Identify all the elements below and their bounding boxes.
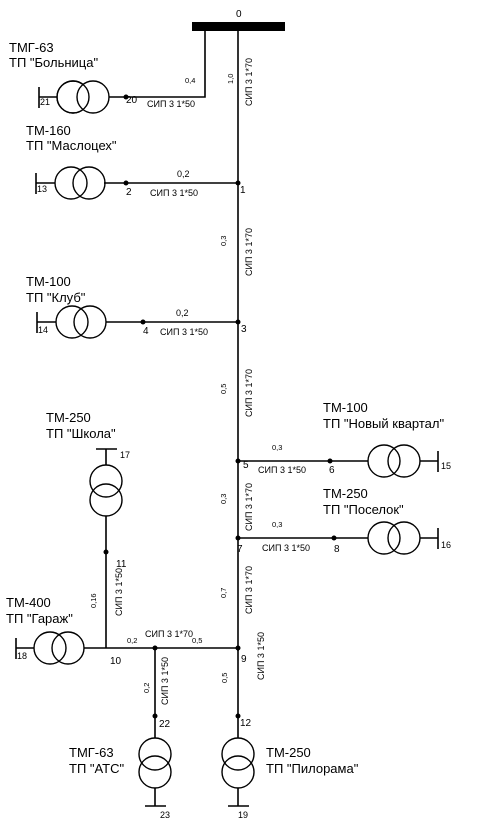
low-node-13: 13 bbox=[37, 184, 47, 194]
line-3-5-cable: СИП 3 1*70 bbox=[244, 369, 254, 417]
label-maslotseh-name: ТП "Маслоцех" bbox=[26, 138, 117, 153]
label-poselok-model: ТМ-250 bbox=[323, 486, 368, 501]
line-0-20 bbox=[126, 31, 206, 98]
line-1-2-length: 0,2 bbox=[177, 169, 190, 179]
line-5-6-length: 0,3 bbox=[272, 443, 282, 452]
line-10-11-length: 0,16 bbox=[89, 593, 98, 608]
low-node-16: 16 bbox=[441, 540, 451, 550]
label-shkola-model: ТМ-250 bbox=[46, 410, 91, 425]
low-node-21: 21 bbox=[40, 97, 50, 107]
line-5-7-cable: СИП 3 1*70 bbox=[244, 483, 254, 531]
node-10-label: 10 bbox=[110, 656, 122, 667]
line-10-22-length: 0,2 bbox=[142, 683, 151, 693]
transformer-pilorama bbox=[221, 716, 255, 807]
bus-label: 0 bbox=[236, 9, 242, 20]
label-klub-name: ТП "Клуб" bbox=[26, 290, 86, 305]
label-bolnitsa-name: ТП "Больница" bbox=[9, 55, 98, 70]
line-5-6-cable: СИП 3 1*50 bbox=[258, 465, 306, 475]
transformer-maslotseh bbox=[35, 166, 126, 200]
transformer-atc bbox=[138, 716, 172, 807]
node-6-label: 6 bbox=[329, 465, 335, 476]
line-7-9-cable: СИП 3 1*70 bbox=[244, 566, 254, 614]
label-novyi-kvartal-name: ТП "Новый квартал" bbox=[323, 416, 444, 431]
node-11-label: 11 bbox=[116, 559, 127, 570]
label-maslotseh-model: ТМ-160 bbox=[26, 123, 71, 138]
label-garazh-model: ТМ-400 bbox=[6, 595, 51, 610]
node-1-label: 1 bbox=[240, 185, 246, 196]
node-4-label: 4 bbox=[143, 326, 149, 337]
line-1-2-cable: СИП 3 1*50 bbox=[150, 188, 198, 198]
line-0-1-cable: СИП 3 1*70 bbox=[244, 58, 254, 106]
line-3-5-length: 0,5 bbox=[219, 384, 228, 394]
label-novyi-kvartal-model: ТМ-100 bbox=[323, 400, 368, 415]
label-klub-model: ТМ-100 bbox=[26, 274, 71, 289]
line-9-12-cable: СИП 3 1*50 bbox=[256, 632, 266, 680]
label-bolnitsa-model: ТМГ-63 bbox=[9, 40, 54, 55]
line-9-10-cable: СИП 3 1*70 bbox=[145, 629, 193, 639]
node-3-label: 3 bbox=[241, 324, 247, 335]
transformer-shkola bbox=[89, 448, 123, 552]
transformer-klub bbox=[36, 305, 143, 339]
low-node-14: 14 bbox=[38, 325, 48, 335]
label-shkola-name: ТП "Школа" bbox=[46, 426, 116, 441]
label-poselok-name: ТП "Поселок" bbox=[323, 502, 404, 517]
label-garazh-name: ТП "Гараж" bbox=[6, 611, 73, 626]
busbar-0 bbox=[192, 22, 285, 31]
line-3-4-cable: СИП 3 1*50 bbox=[160, 327, 208, 337]
node-8-label: 8 bbox=[334, 544, 340, 555]
line-0-20-cable: СИП 3 1*50 bbox=[147, 99, 195, 109]
line-9-10-length-left: 0,2 bbox=[127, 636, 137, 645]
low-node-17: 17 bbox=[120, 450, 130, 460]
transformer-novyi-kvartal bbox=[367, 444, 439, 478]
line-7-9-length: 0,7 bbox=[219, 588, 228, 598]
line-5-7-length: 0,3 bbox=[219, 494, 228, 504]
node-6 bbox=[327, 458, 333, 464]
node-9-label: 9 bbox=[241, 654, 247, 665]
line-10-11-cable: СИП 3 1*50 bbox=[114, 568, 124, 616]
low-node-15: 15 bbox=[441, 461, 451, 471]
transformer-garazh bbox=[15, 631, 106, 665]
node-22-label: 22 bbox=[159, 719, 171, 730]
node-2-label: 2 bbox=[126, 187, 132, 198]
line-0-20-length: 0,4 bbox=[185, 76, 195, 85]
node-7-label: 7 bbox=[237, 544, 243, 555]
low-node-18: 18 bbox=[17, 651, 27, 661]
label-atc-model: ТМГ-63 bbox=[69, 745, 114, 760]
transformer-bolnitsa bbox=[38, 80, 126, 114]
label-pilorama-model: ТМ-250 bbox=[266, 745, 311, 760]
line-9-10-length-right: 0,5 bbox=[192, 636, 202, 645]
line-0-1-length: 1,0 bbox=[226, 74, 235, 84]
transformer-poselok bbox=[367, 521, 439, 555]
node-12-label: 12 bbox=[240, 718, 252, 729]
node-8 bbox=[331, 535, 337, 541]
line-7-8-cable: СИП 3 1*50 bbox=[262, 543, 310, 553]
low-node-19: 19 bbox=[238, 810, 248, 820]
line-1-3-length: 0,3 bbox=[219, 236, 228, 246]
line-7-8-length: 0,3 bbox=[272, 520, 282, 529]
line-1-3-cable: СИП 3 1*70 bbox=[244, 228, 254, 276]
label-pilorama-name: ТП "Пилорама" bbox=[266, 761, 359, 776]
node-5-label: 5 bbox=[243, 460, 249, 471]
line-10-22-cable: СИП 3 1*50 bbox=[160, 657, 170, 705]
low-node-23: 23 bbox=[160, 810, 170, 820]
node-20-label: 20 bbox=[126, 95, 138, 106]
label-atc-name: ТП "АТС" bbox=[69, 761, 124, 776]
line-9-12-length: 0,5 bbox=[220, 673, 229, 683]
line-3-4-length: 0,2 bbox=[176, 308, 189, 318]
